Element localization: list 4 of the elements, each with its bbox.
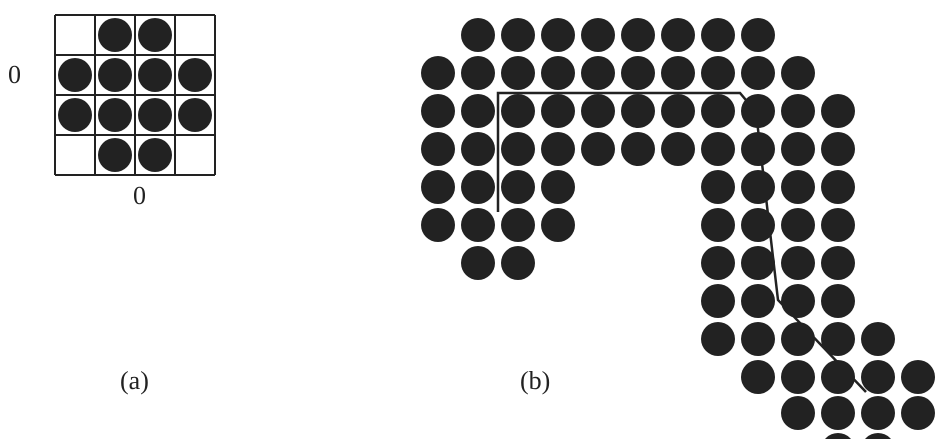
panel-label: (b) [520, 368, 550, 394]
panel-label: (a) [120, 368, 149, 394]
axis-label: 0 [133, 183, 146, 209]
axis-label: 0 [8, 62, 21, 88]
